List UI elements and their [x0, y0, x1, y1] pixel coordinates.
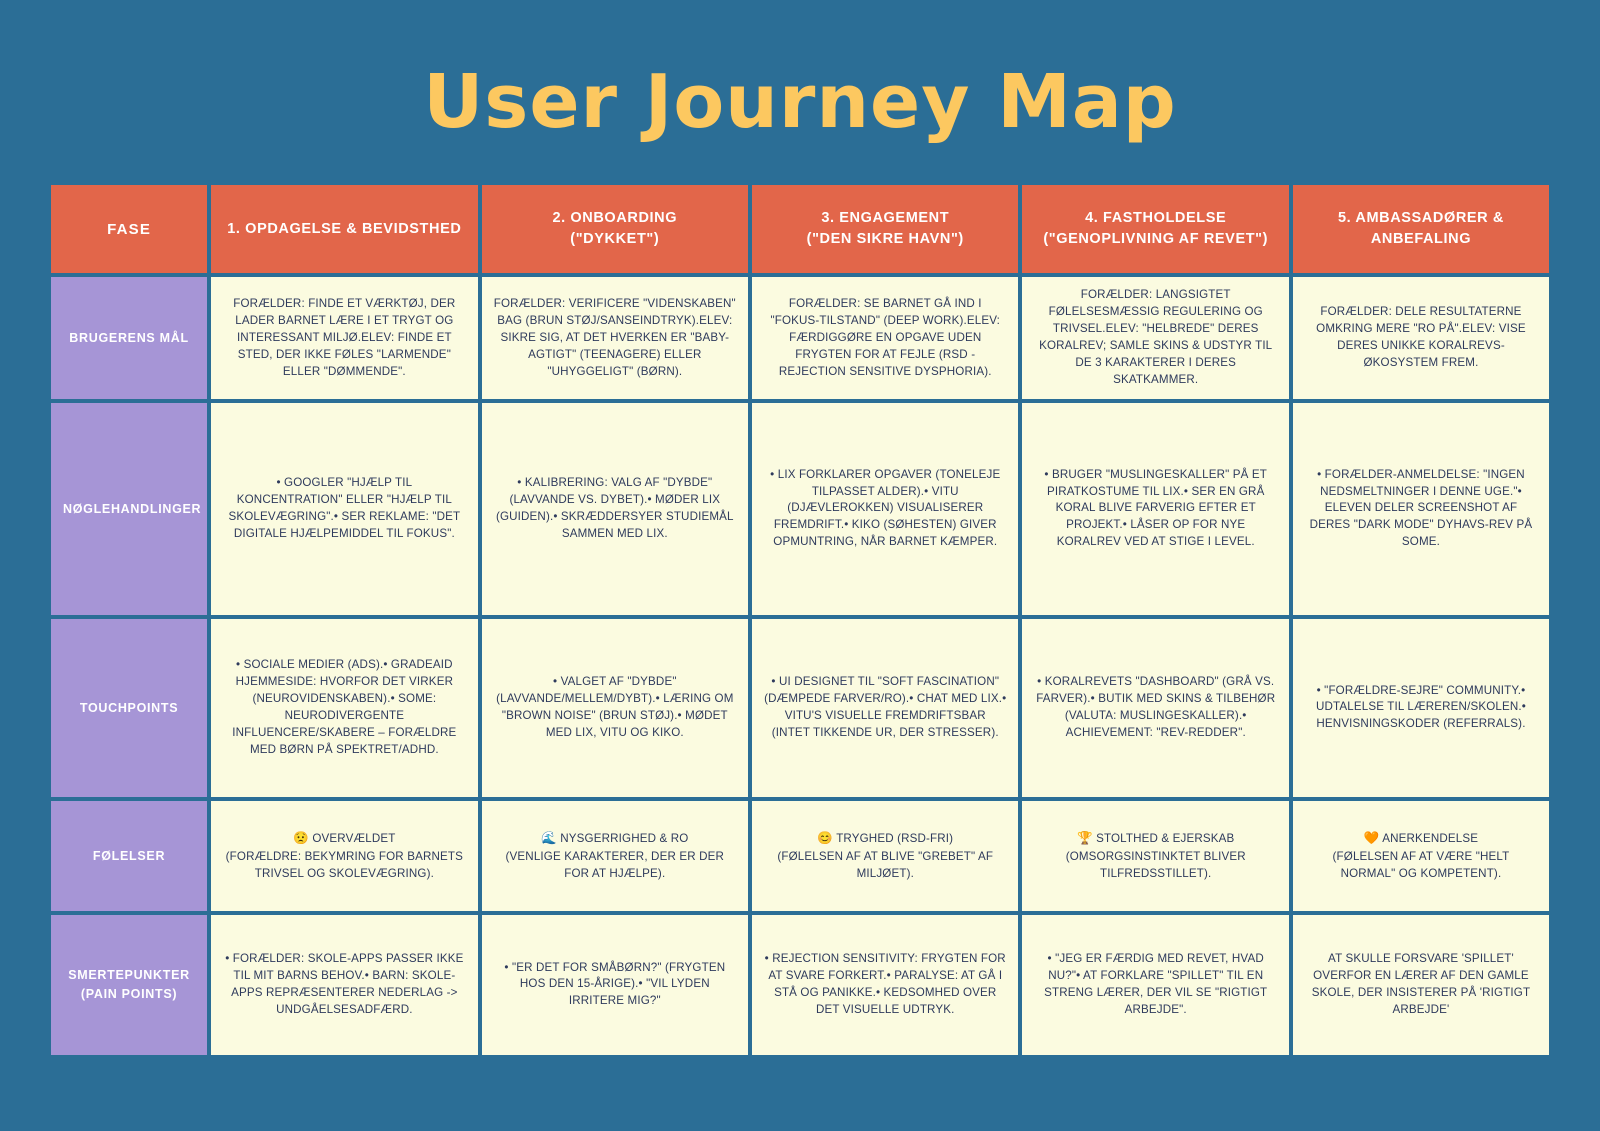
emotion-label-3: TRYGHED (RSD-FRI) — [836, 831, 954, 845]
phase-2-line1: 2. ONBOARDING — [552, 210, 678, 227]
phase-5-line1: 5. AMBASSADØRER & ANBEFALING — [1337, 210, 1504, 248]
cell-goals-phase-5: FORÆLDER: DELE RESULTATERNE OMKRING MERE… — [1292, 277, 1549, 399]
emotion-detail-4: (OMSORGSINSTINKTET BLIVER TILFREDSSTILLE… — [1065, 850, 1246, 881]
cell-emotions-phase-4: 🏆 STOLTHED & EJERSKAB (OMSORGSINSTINKTET… — [1022, 800, 1289, 911]
emotion-headline-3: 😊 TRYGHED (RSD-FRI) — [764, 829, 1006, 848]
phase-4-line1: 4. FASTHOLDELSE — [1085, 210, 1227, 227]
row-label-brugerens-maal: BRUGERENS MÅL — [51, 277, 208, 399]
header-cell-phase-3: 3. ENGAGEMENT ("DEN SIKRE HAVN") — [752, 185, 1019, 274]
wave-icon: 🌊 — [541, 830, 557, 845]
cell-touchpoints-phase-1: • SOCIALE MEDIER (ADS).• GRADEAID HJEMME… — [211, 618, 478, 797]
emotion-detail-2: (VENLIGE KARAKTERER, DER ER DER FOR AT H… — [505, 850, 725, 881]
emotion-label-2: NYSGERRIGHED & RO — [560, 831, 689, 845]
phase-2-line2: ("DYKKET") — [570, 231, 660, 248]
cell-painpoints-phase-3: • REJECTION SENSITIVITY: FRYGTEN FOR AT … — [752, 914, 1019, 1055]
journey-map-table: FASE 1. OPDAGELSE & BEVIDSTHED 2. ONBOAR… — [47, 181, 1553, 1059]
emotion-detail-3: (FØLELSEN AF AT BLIVE "GREBET" AF MILJØE… — [777, 850, 994, 881]
trophy-icon: 🏆 — [1076, 830, 1093, 845]
row-label-touchpoints: TOUCHPOINTS — [51, 618, 208, 797]
emotion-label-4: STOLTHED & EJERSKAB — [1096, 831, 1235, 845]
row-label-foelelser: FØLELSER — [51, 800, 208, 911]
header-cell-phase-2: 2. ONBOARDING ("DYKKET") — [481, 185, 749, 274]
header-cell-fase: FASE — [51, 185, 208, 274]
phase-3-line2: ("DEN SIKRE HAVN") — [806, 231, 964, 248]
cell-emotions-phase-1: 😟 OVERVÆLDET (FORÆLDRE: BEKYMRING FOR BA… — [211, 800, 478, 911]
emotion-headline-4: 🏆 STOLTHED & EJERSKAB — [1034, 829, 1276, 848]
emotion-headline-1: 😟 OVERVÆLDET — [223, 829, 465, 848]
page-title: User Journey Map — [423, 59, 1177, 145]
row-label-noeglehandlinger: NØGLEHANDLINGER — [51, 402, 208, 615]
table-row-touchpoints: TOUCHPOINTS • SOCIALE MEDIER (ADS).• GRA… — [51, 618, 1549, 797]
cell-goals-phase-4: FORÆLDER: LANGSIGTET FØLELSESMÆSSIG REGU… — [1022, 277, 1289, 399]
header-cell-phase-1: 1. OPDAGELSE & BEVIDSTHED — [211, 185, 478, 274]
cell-painpoints-phase-1: • FORÆLDER: SKOLE-APPS PASSER IKKE TIL M… — [211, 914, 478, 1055]
cell-emotions-phase-3: 😊 TRYGHED (RSD-FRI) (FØLELSEN AF AT BLIV… — [752, 800, 1019, 911]
cell-emotions-phase-2: 🌊 NYSGERRIGHED & RO (VENLIGE KARAKTERER,… — [481, 800, 749, 911]
cell-goals-phase-1: FORÆLDER: FINDE ET VÆRKTØJ, DER LADER BA… — [211, 277, 478, 399]
worried-face-icon: 😟 — [293, 830, 309, 845]
emotion-label-1: OVERVÆLDET — [312, 831, 396, 845]
table-row-foelelser: FØLELSER 😟 OVERVÆLDET (FORÆLDRE: BEKYMRI… — [51, 800, 1549, 911]
table-header-row: FASE 1. OPDAGELSE & BEVIDSTHED 2. ONBOAR… — [51, 185, 1549, 274]
cell-goals-phase-3: FORÆLDER: SE BARNET GÅ IND I "FOKUS-TILS… — [752, 277, 1019, 399]
cell-actions-phase-1: • GOOGLER "HJÆLP TIL KONCENTRATION" ELLE… — [211, 402, 478, 615]
cell-actions-phase-3: • LIX FORKLARER OPGAVER (TONELEJE TILPAS… — [752, 402, 1019, 615]
phase-1-line1: 1. OPDAGELSE & BEVIDSTHED — [227, 220, 462, 237]
header-cell-phase-5: 5. AMBASSADØRER & ANBEFALING — [1292, 185, 1549, 274]
phase-3-line1: 3. ENGAGEMENT — [821, 210, 950, 227]
table-row-smertepunkter: SMERTEPUNKTER (PAIN POINTS) • FORÆLDER: … — [51, 914, 1549, 1055]
emotion-headline-2: 🌊 NYSGERRIGHED & RO — [494, 829, 736, 848]
cell-touchpoints-phase-5: • "FORÆLDRE-SEJRE" COMMUNITY.• UDTALELSE… — [1292, 618, 1549, 797]
emotion-detail-1: (FORÆLDRE: BEKYMRING FOR BARNETS TRIVSEL… — [225, 850, 464, 881]
table-row-noeglehandlinger: NØGLEHANDLINGER • GOOGLER "HJÆLP TIL KON… — [51, 402, 1549, 615]
cell-painpoints-phase-4: • "JEG ER FÆRDIG MED REVET, HVAD NU?"• A… — [1022, 914, 1289, 1055]
cell-actions-phase-5: • FORÆLDER-ANMELDELSE: "INGEN NEDSMELTNI… — [1292, 402, 1549, 615]
emotion-headline-5: 🧡 ANERKENDELSE — [1305, 829, 1537, 848]
orange-heart-icon: 🧡 — [1363, 830, 1380, 845]
table-row-brugerens-maal: BRUGERENS MÅL FORÆLDER: FINDE ET VÆRKTØJ… — [51, 277, 1549, 399]
header-cell-phase-4: 4. FASTHOLDELSE ("GENOPLIVNING AF REVET"… — [1022, 185, 1289, 274]
cell-goals-phase-2: FORÆLDER: VERIFICERE "VIDENSKABEN" BAG (… — [481, 277, 749, 399]
row-label-smertepunkter: SMERTEPUNKTER (PAIN POINTS) — [51, 914, 208, 1055]
journey-grid-wrapper: FASE 1. OPDAGELSE & BEVIDSTHED 2. ONBOAR… — [47, 181, 1553, 1059]
cell-actions-phase-2: • KALIBRERING: VALG AF "DYBDE" (LAVVANDE… — [481, 402, 749, 615]
cell-touchpoints-phase-3: • UI DESIGNET TIL "SOFT FASCINATION" (DÆ… — [752, 618, 1019, 797]
smiling-face-icon: 😊 — [817, 830, 834, 845]
cell-emotions-phase-5: 🧡 ANERKENDELSE (FØLELSEN AF AT VÆRE "HEL… — [1292, 800, 1549, 911]
cell-touchpoints-phase-2: • VALGET AF "DYBDE" (LAVVANDE/MELLEM/DYB… — [481, 618, 749, 797]
cell-touchpoints-phase-4: • KORALREVETS "DASHBOARD" (GRÅ VS. FARVE… — [1022, 618, 1289, 797]
cell-painpoints-phase-5: AT SKULLE FORSVARE 'SPILLET' OVERFOR EN … — [1292, 914, 1549, 1055]
phase-4-line2: ("GENOPLIVNING AF REVET") — [1043, 231, 1269, 248]
emotion-detail-5: (FØLELSEN AF AT VÆRE "HELT NORMAL" OG KO… — [1332, 850, 1510, 881]
cell-actions-phase-4: • BRUGER "MUSLINGESKALLER" PÅ ET PIRATKO… — [1022, 402, 1289, 615]
emotion-label-5: ANERKENDELSE — [1382, 831, 1479, 845]
cell-painpoints-phase-2: • "ER DET FOR SMÅBØRN?" (FRYGTEN HOS DEN… — [481, 914, 749, 1055]
